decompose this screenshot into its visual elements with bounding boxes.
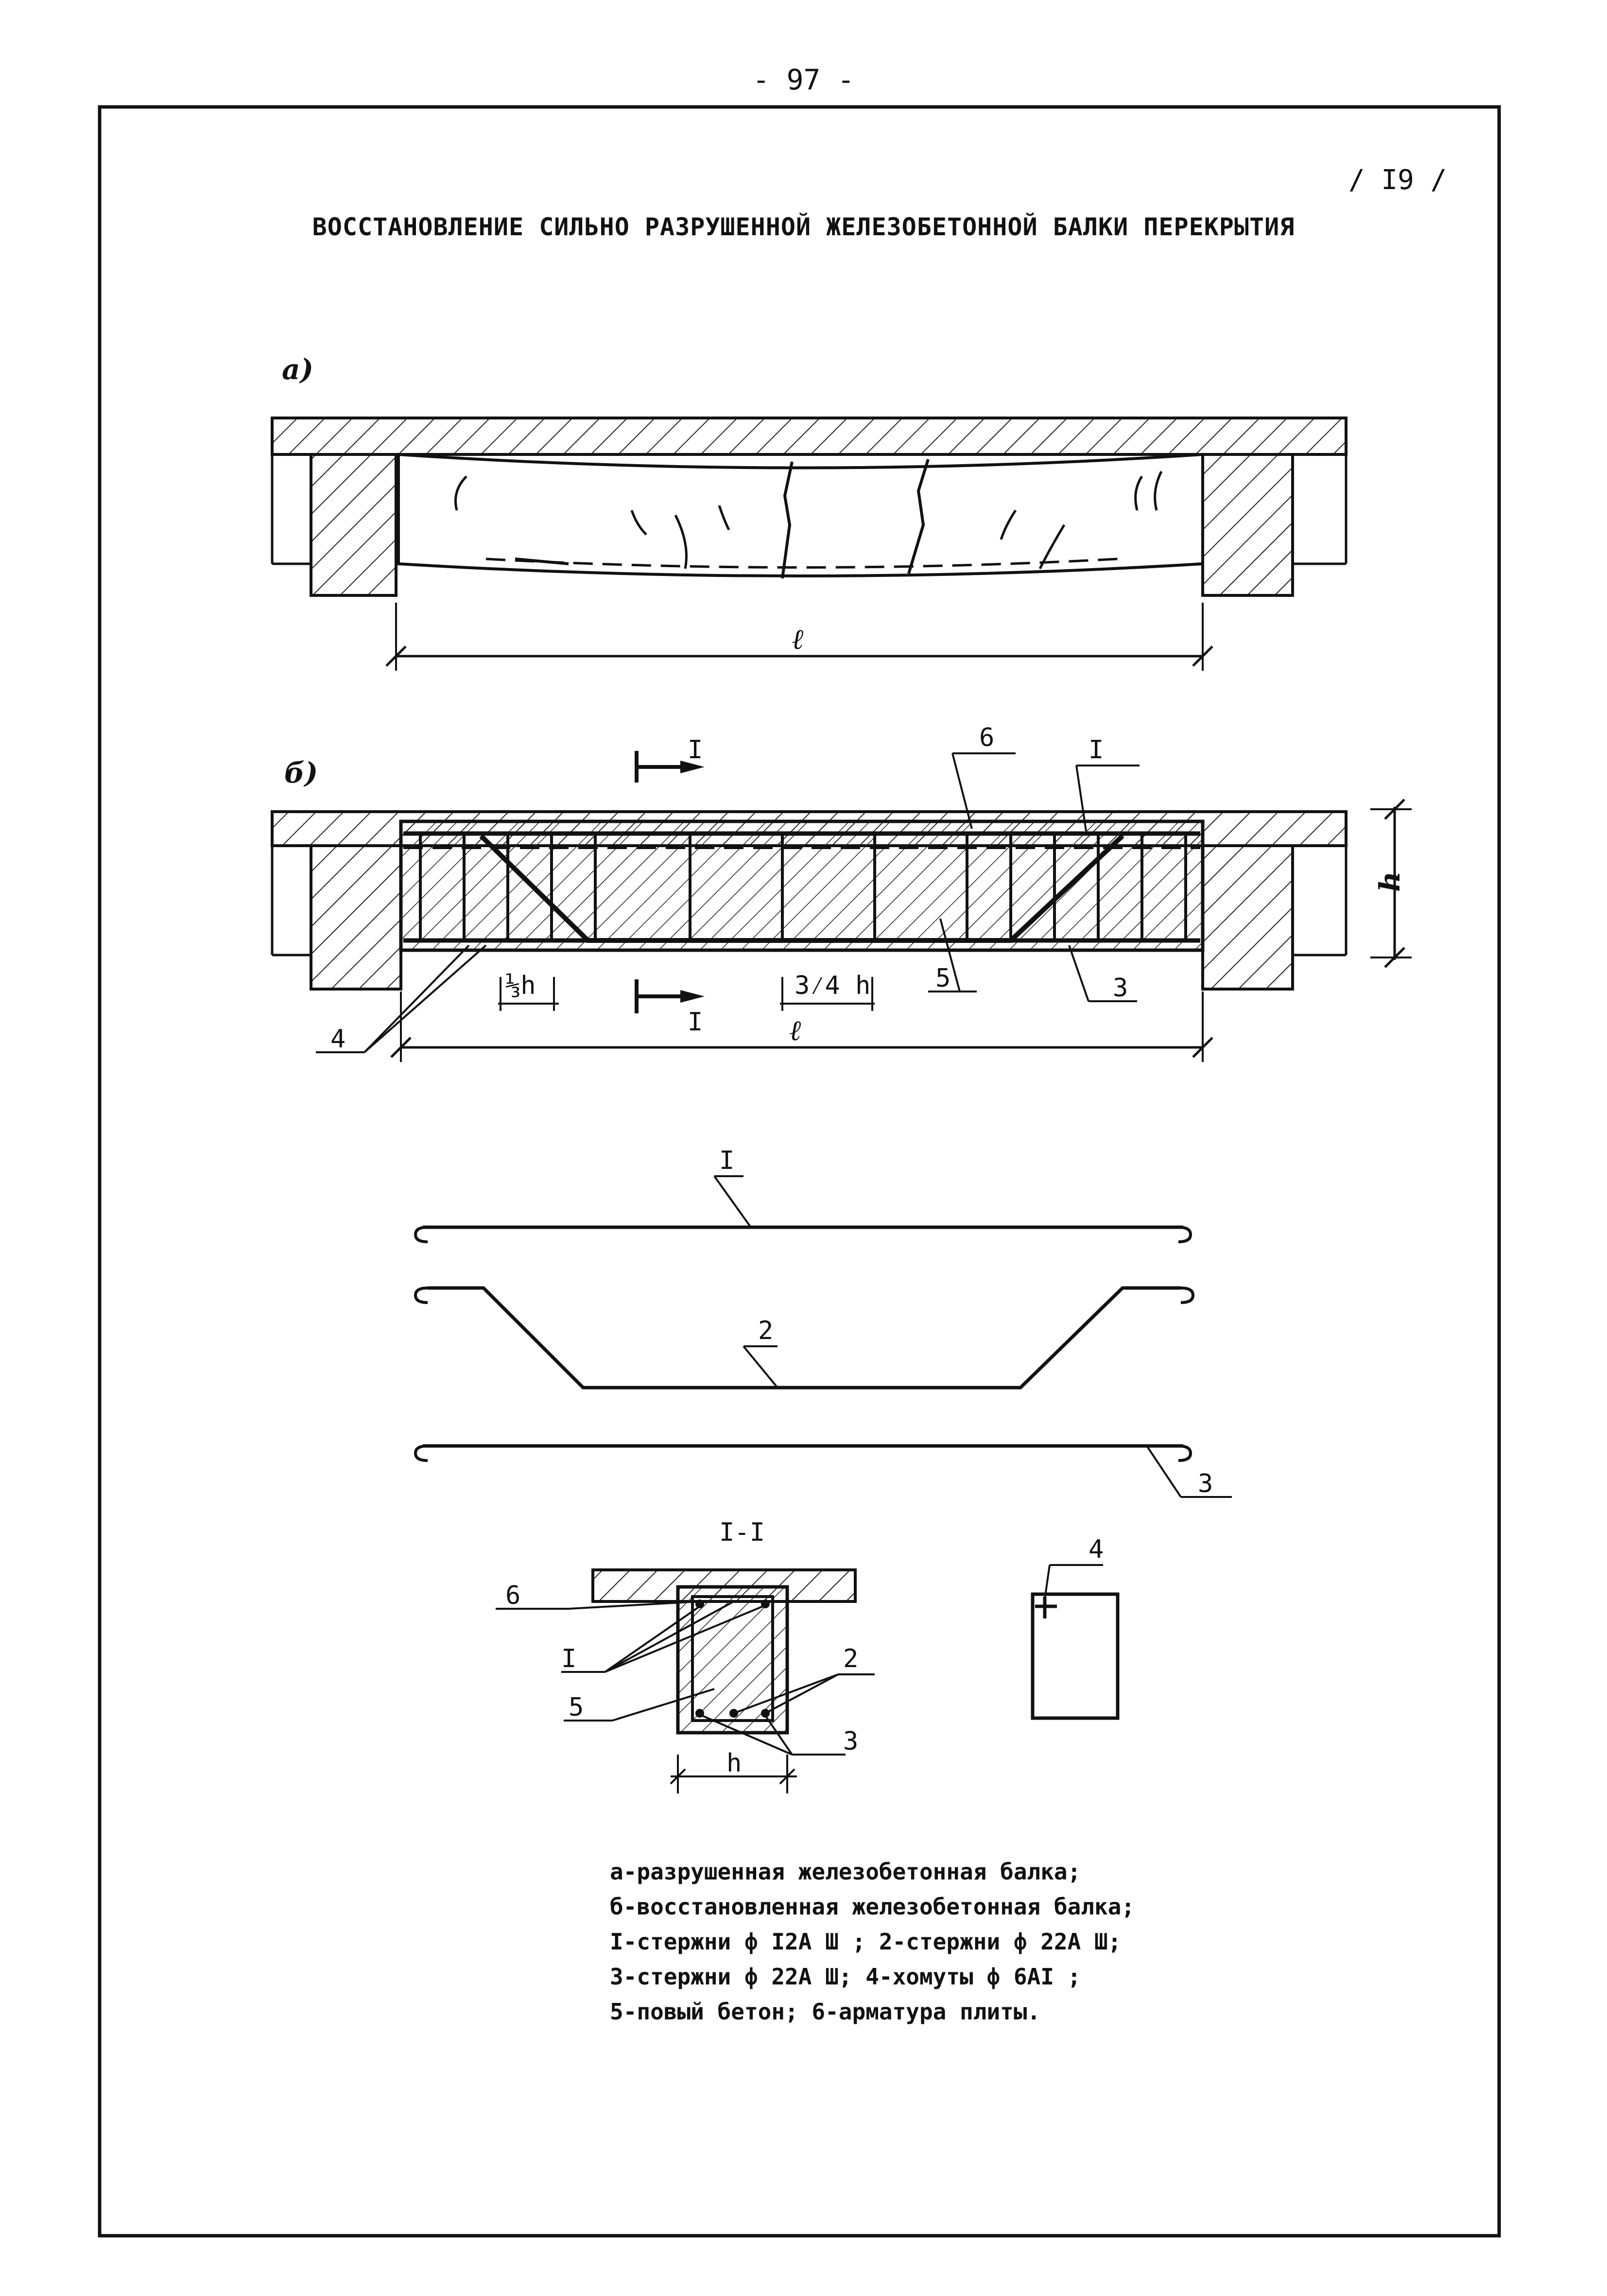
figure-b-label: б): [284, 756, 318, 789]
legend-line: 5-повый бетон; 6-арматура плиты.: [610, 1999, 1041, 2025]
bar-shapes: I 2 3: [414, 1146, 1232, 1498]
section-mark-top: I: [688, 735, 703, 765]
legend-line: а-разрушенная железобетонная балка;: [610, 1859, 1081, 1885]
bar-1-label: I: [719, 1146, 734, 1175]
right-wall-b: [1201, 844, 1294, 991]
left-wall-a: [310, 453, 397, 597]
dim-mid: 3⁄4 h: [795, 971, 870, 1000]
section-callout-2: 2: [843, 1644, 858, 1673]
legend-line: I-стержни ф I2А Ш ; 2-стержни ф 22А Ш;: [610, 1929, 1122, 1955]
page-number: - 97 -: [752, 63, 855, 96]
section-beam: [676, 1585, 789, 1735]
section-width-label: h: [726, 1749, 742, 1778]
height-label: h: [1373, 871, 1406, 892]
span-label-b: ℓ: [790, 1014, 802, 1047]
sheet-number: / I9 /: [1348, 164, 1447, 196]
section-mark-bottom: I: [688, 1008, 703, 1037]
bar-3-label: 3: [1198, 1469, 1213, 1498]
section-callout-5: 5: [569, 1693, 584, 1722]
bar-2-label: 2: [758, 1316, 773, 1345]
stirrup-shape: [1031, 1592, 1120, 1720]
slab-a: [271, 417, 1348, 456]
legend-line: б-восстановленная железобетонная балка;: [610, 1894, 1135, 1920]
section-callout-1: I: [561, 1644, 576, 1673]
legend-line: 3-стержни ф 22А Ш; 4-хомуты ф 6АI ;: [610, 1964, 1081, 1990]
section-i-i: I-I 6 I 5 2 3: [496, 1518, 1120, 1793]
section-callout-6: 6: [505, 1581, 520, 1610]
callout-b-4: 4: [330, 1025, 346, 1054]
callout-b-6: 6: [979, 723, 994, 752]
stirrup-label: 4: [1089, 1535, 1104, 1564]
section-core: [691, 1595, 774, 1722]
dim-left: ⅓h: [505, 971, 536, 1000]
callout-b-1: I: [1089, 735, 1104, 765]
crack: [907, 459, 930, 574]
damaged-beam-a: [397, 452, 1204, 577]
section-title: I-I: [719, 1518, 765, 1547]
drawing-title: ВОССТАНОВЛЕНИЕ СИЛЬНО РАЗРУШЕННОЙ ЖЕЛЕЗО…: [312, 213, 1295, 241]
page-frame: [98, 105, 1501, 2238]
callout-b-5: 5: [935, 964, 950, 993]
crack: [781, 461, 794, 579]
figure-a-label: а): [282, 353, 313, 386]
restored-beam: [399, 819, 1205, 952]
left-wall-b: [310, 844, 402, 991]
callout-b-3: 3: [1113, 974, 1128, 1003]
figure-a: а) ℓ: [271, 353, 1348, 671]
section-callout-3: 3: [843, 1727, 858, 1756]
legend: а-разрушенная железобетонная балка; б-во…: [610, 1854, 1135, 2029]
figure-b: I I 6 I 5 3 4 ⅓h 3⁄4 h: [271, 723, 1412, 1062]
right-wall-a: [1201, 453, 1294, 597]
span-label-a: ℓ: [792, 623, 804, 656]
